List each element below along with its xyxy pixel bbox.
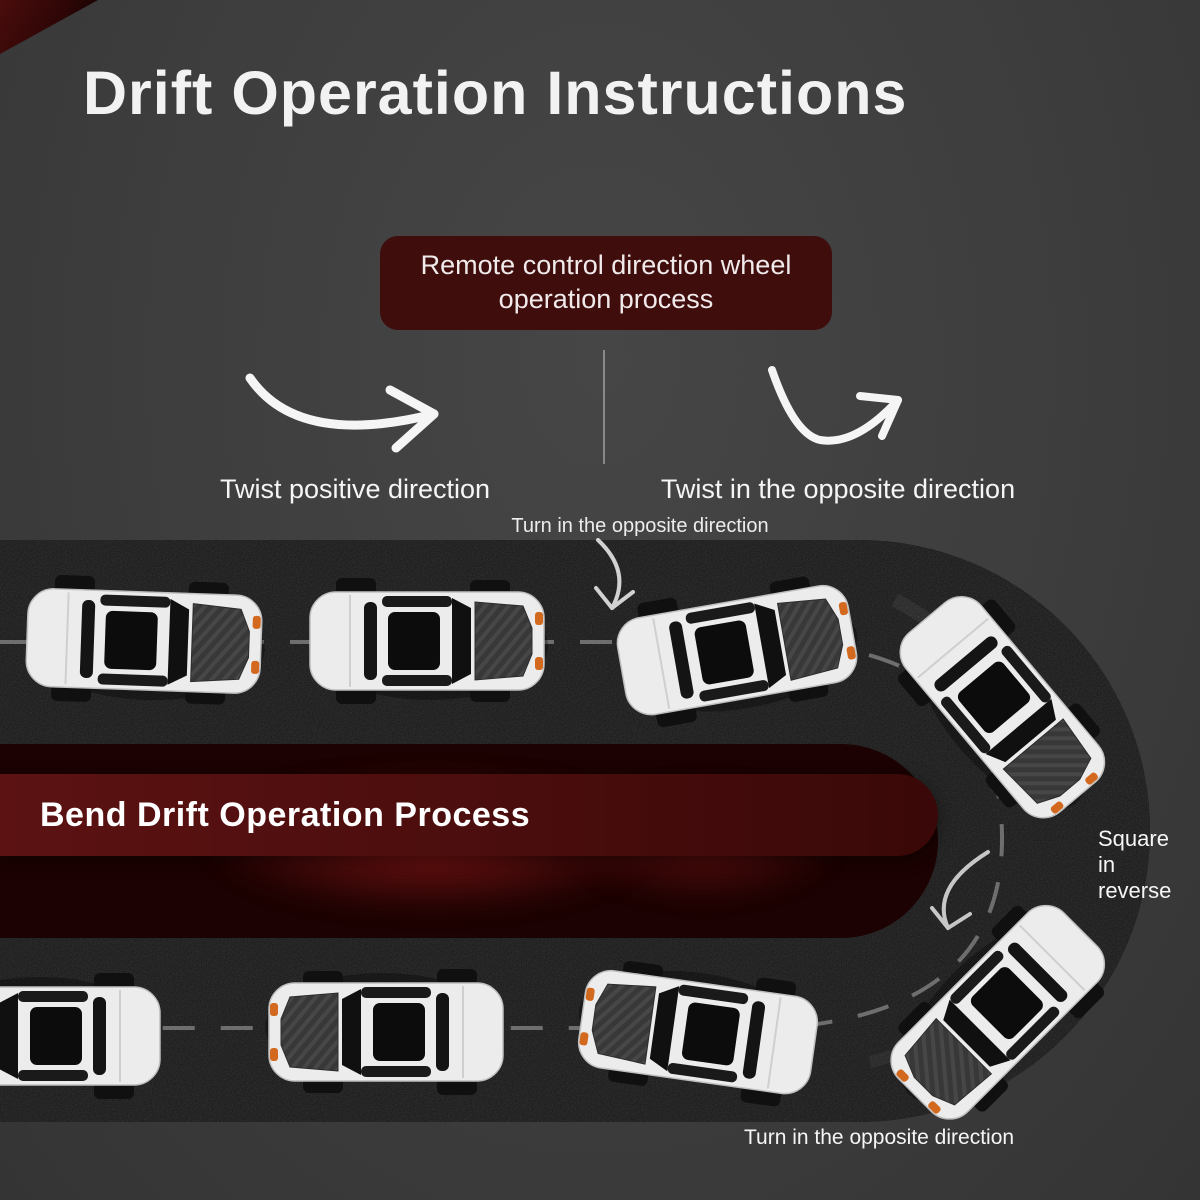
operation-process-badge: Remote control direction wheel operation… <box>380 236 832 330</box>
bend-drift-banner: Bend Drift Operation Process <box>0 774 938 856</box>
twist-opposite-label: Twist in the opposite direction <box>660 474 1016 504</box>
corner-photo-fragment <box>0 0 98 54</box>
vertical-divider <box>603 350 605 464</box>
turn-opposite-bottom-label: Turn in the opposite direction <box>744 1126 1015 1149</box>
page-title: Drift Operation Instructions <box>83 59 908 127</box>
arrow-head <box>856 392 902 440</box>
twist-opposite-arrow-icon <box>768 366 902 445</box>
turn-opposite-top-label: Turn in the opposite direction <box>511 515 769 537</box>
twist-positive-label: Twist positive direction <box>219 474 491 504</box>
arrow-shaft <box>245 373 439 430</box>
twist-positive-arrow-icon <box>245 373 439 453</box>
arrow-head <box>385 385 439 453</box>
badge-line2: operation process <box>498 283 714 314</box>
square-in-reverse-label: Square in reverse <box>1098 826 1172 903</box>
arrow-shaft <box>768 366 902 445</box>
bend-drift-banner-label: Bend Drift Operation Process <box>40 795 531 834</box>
badge-line1: Remote control direction wheel <box>420 250 792 280</box>
